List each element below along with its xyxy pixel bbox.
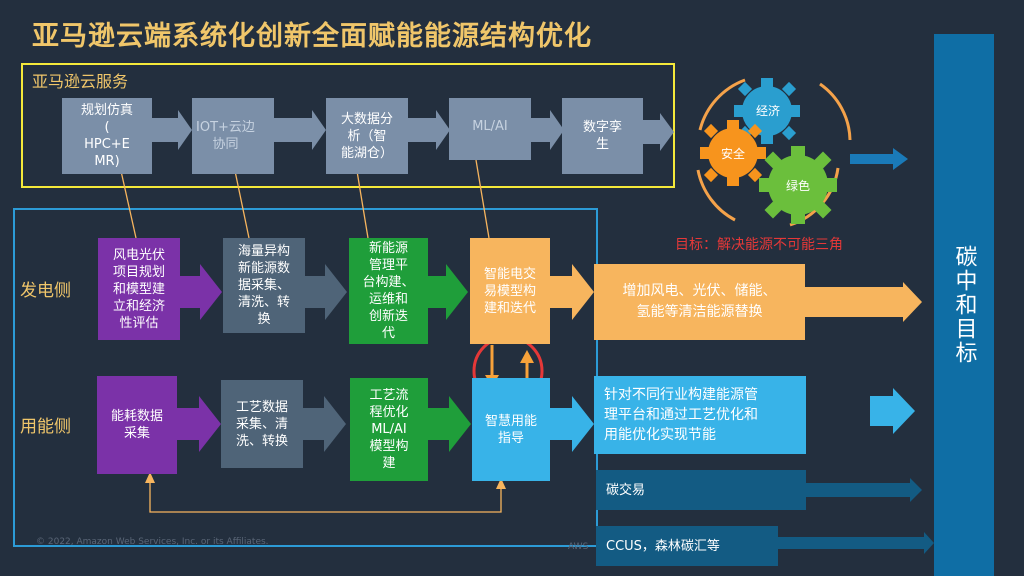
carbon-trading-box: 碳交易: [596, 470, 806, 510]
service-arrow-4: [530, 110, 564, 150]
consumption-arrow-2: [303, 396, 346, 452]
carbon-neutral-target: 碳中和目标: [934, 34, 994, 576]
consumption-data-collection-box: 能耗数据 采集: [97, 376, 177, 474]
service-digital-twin: 数字孪 生: [562, 98, 643, 174]
ccus-arrow: [778, 532, 934, 554]
gear-green-icon: [759, 146, 837, 224]
carbon-neutral-label: 碳中和目标: [951, 245, 977, 365]
consumption-arrow-5: [870, 388, 915, 434]
cloud-services-label: 亚马逊云服务: [32, 72, 129, 91]
service-ml-ai: ML/AI: [449, 98, 531, 160]
generation-arrow-1: [180, 264, 222, 320]
goal-text: 目标：解决能源不可能三角: [675, 237, 843, 253]
generation-outcome-box: 增加风电、光伏、储能、 氢能等清洁能源替换: [594, 264, 805, 340]
consumption-arrow-3: [428, 396, 471, 452]
generation-platform-box: 新能源 管理平 台构建、 运维和 创新迭 代: [349, 238, 428, 344]
generation-planning-box: 风电光伏 项目规划 和模型建 立和经济 性评估: [98, 238, 180, 340]
service-arrow-5: [643, 113, 674, 151]
service-arrow-3: [408, 110, 450, 150]
consumption-arrow-4: [550, 396, 594, 452]
consumption-guidance-box: 智慧用能 指导: [472, 378, 550, 481]
gear-green-label: 绿色: [785, 179, 810, 193]
cloud-services-frame: [21, 63, 675, 188]
generation-side-label: 发电侧: [20, 281, 71, 301]
service-planning-simulation: 规划仿真 ( HPC+E MR): [62, 98, 152, 174]
copyright-footer: © 2022, Amazon Web Services, Inc. or its…: [36, 537, 269, 547]
service-arrow-2: [273, 110, 326, 150]
generation-arrow-5: [805, 282, 922, 322]
goal-arrow: [850, 148, 908, 170]
ccus-box: CCUS，森林碳汇等: [596, 526, 778, 566]
generation-trading-model-box: 智能电交 易模型构 建和迭代: [470, 238, 550, 344]
consumption-ml-model-box: 工艺流 程优化 ML/AI 模型构 建: [350, 378, 428, 481]
carbon-trading-arrow: [806, 478, 922, 502]
aws-watermark: AWS: [568, 542, 589, 552]
generation-data-collection-box: 海量异构 新能源数 据采集、 清洗、转 换: [223, 238, 305, 333]
generation-arrow-3: [428, 264, 468, 320]
gear-economy-label: 经济: [755, 104, 780, 118]
consumption-side-label: 用能侧: [20, 417, 71, 437]
gear-safety-label: 安全: [720, 147, 745, 161]
service-iot-edge: IOT+云边 协同: [192, 98, 274, 174]
service-arrow-1: [150, 110, 192, 150]
generation-arrow-4: [550, 264, 594, 320]
gear-safety-icon: [700, 120, 766, 186]
consumption-outcome-box: 针对不同行业构建能源管 理平台和通过工艺优化和 用能优化实现节能: [594, 376, 806, 454]
generation-arrow-2: [305, 264, 347, 320]
consumption-arrow-1: [177, 396, 221, 452]
service-big-data: 大数据分 析（智 能湖仓）: [326, 98, 408, 174]
page-title: 亚马逊云端系统化创新全面赋能能源结构优化: [32, 21, 592, 52]
consumption-process-data-box: 工艺数据 采集、清 洗、转换: [221, 380, 303, 468]
